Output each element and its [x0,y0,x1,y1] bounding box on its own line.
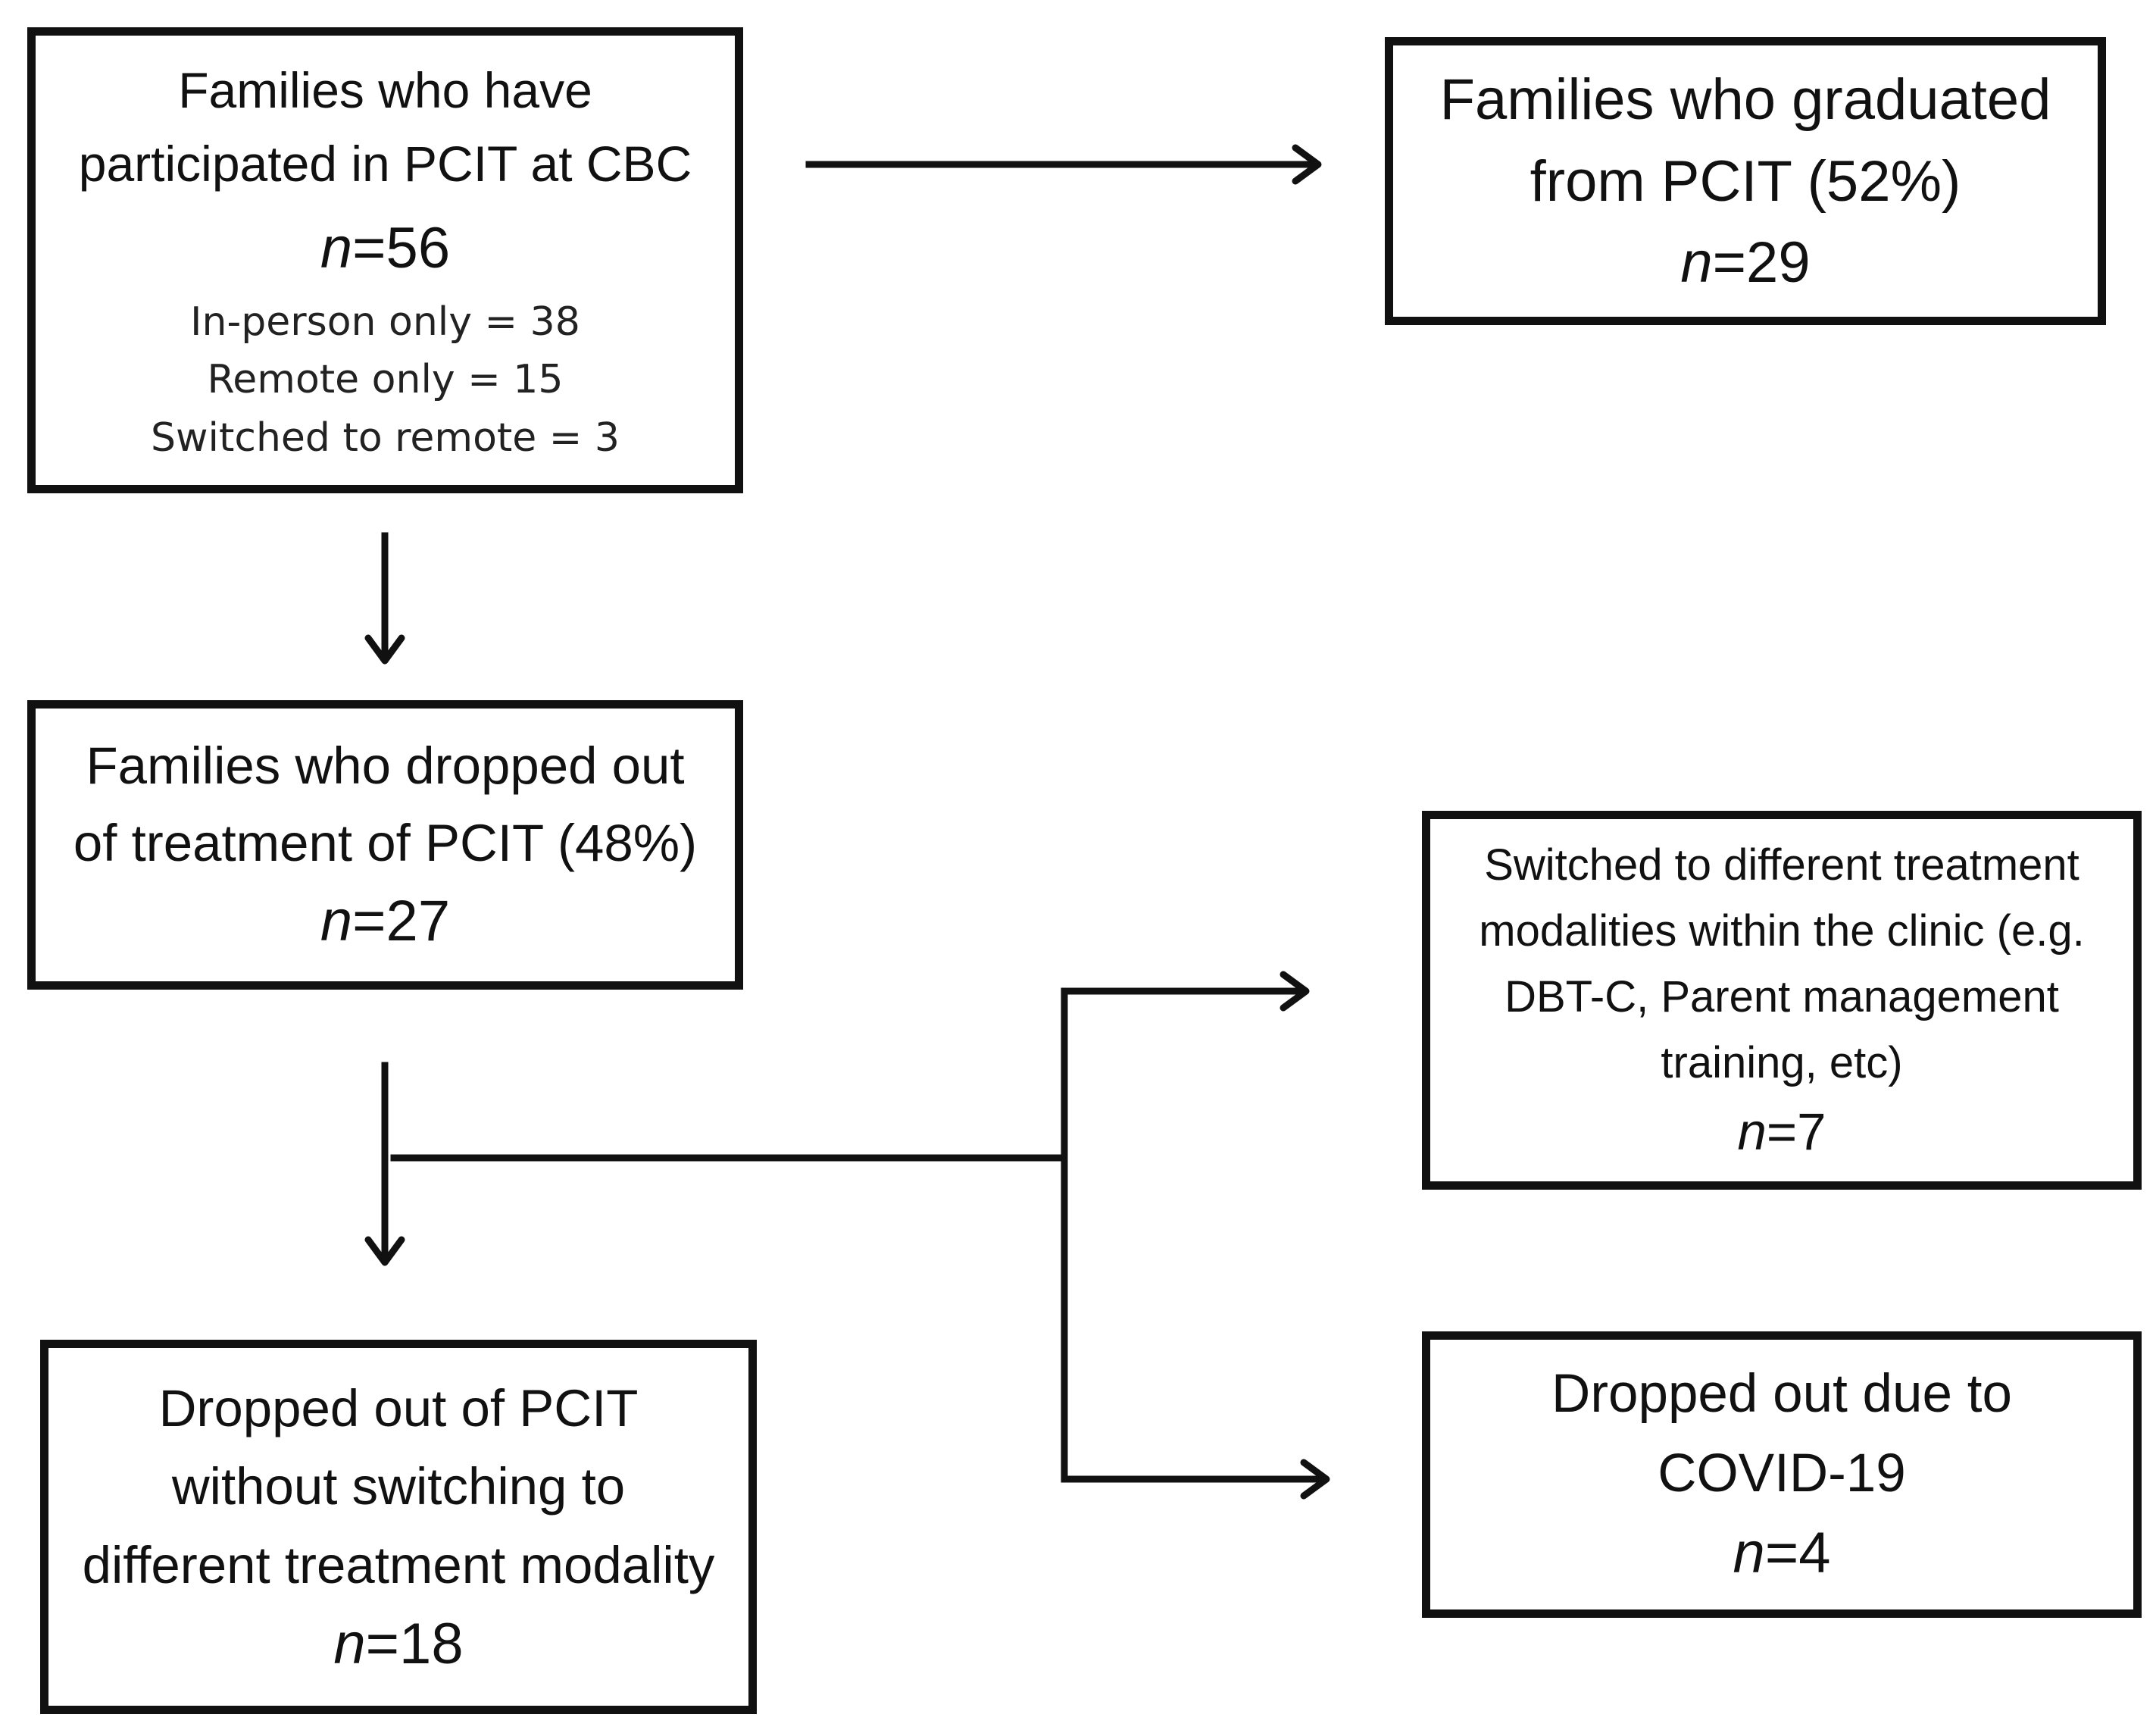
breakdown-switched: Switched to remote = 3 [151,414,620,461]
covid-count: n=4 [1733,1513,1831,1594]
participated-breakdown: In-person only = 38 Remote only = 15 Swi… [151,293,620,467]
graduated-title: Families who graduated from PCIT (52%) [1440,59,2051,223]
title-line: from PCIT (52%) [1530,149,1961,214]
n-label: n [1737,1102,1767,1161]
participated-count: n=56 [320,208,450,289]
breakdown-remote: Remote only = 15 [207,357,564,403]
title-line: Families who have [178,61,592,118]
n-value: =18 [365,1612,464,1677]
n-value: =56 [352,215,451,280]
title-line: without switching to [171,1457,626,1516]
box-participated: Families who have participated in PCIT a… [27,27,743,493]
arrow-to-no-switch [364,1062,405,1266]
breakdown-in-person: In-person only = 38 [190,299,580,346]
title-line: of treatment of PCIT (48%) [73,813,698,872]
n-label: n [320,889,353,954]
dropped-title: Families who dropped out of treatment of… [73,727,697,881]
arrow-to-dropped [364,532,405,665]
graduated-count: n=29 [1680,223,1810,303]
n-value: =29 [1712,230,1811,295]
n-label: n [333,1612,366,1677]
arrow-to-graduated [805,144,1322,185]
no-switch-title: Dropped out of PCIT without switching to… [83,1369,715,1605]
box-no-switch: Dropped out of PCIT without switching to… [40,1340,757,1714]
title-line: DBT-C, Parent management [1505,971,2059,1021]
n-value: =4 [1764,1521,1831,1586]
arrow-to-switched [1061,971,1310,1012]
no-switch-count: n=18 [333,1604,463,1685]
title-line: COVID-19 [1658,1443,1906,1503]
box-dropped: Families who dropped out of treatment of… [27,700,743,990]
arrow-to-covid [1061,1459,1330,1500]
title-line: Families who graduated [1439,67,2051,132]
branch-connector [390,987,1068,1483]
n-value: =7 [1766,1102,1826,1161]
covid-title: Dropped out due to COVID-19 [1551,1355,2012,1513]
title-line: Families who dropped out [86,737,685,796]
participated-title: Families who have participated in PCIT a… [79,54,692,201]
title-line: modalities within the clinic (e.g. [1479,906,2085,956]
n-label: n [320,215,353,280]
dropped-count: n=27 [320,881,450,962]
n-label: n [1733,1521,1765,1586]
n-value: =27 [352,889,451,954]
title-line: participated in PCIT at CBC [78,135,692,192]
title-line: Dropped out due to [1551,1364,2012,1425]
box-graduated: Families who graduated from PCIT (52%) n… [1385,37,2106,325]
title-line: Switched to different treatment [1484,840,2079,890]
title-line: training, etc) [1661,1037,1903,1087]
n-label: n [1680,230,1713,295]
title-line: different treatment modality [82,1535,715,1594]
title-line: Dropped out of PCIT [158,1378,639,1437]
switched-count: n=7 [1737,1096,1826,1169]
box-switched: Switched to different treatment modaliti… [1422,811,2142,1190]
switched-title: Switched to different treatment modaliti… [1479,832,2084,1096]
box-covid: Dropped out due to COVID-19 n=4 [1422,1331,2142,1618]
